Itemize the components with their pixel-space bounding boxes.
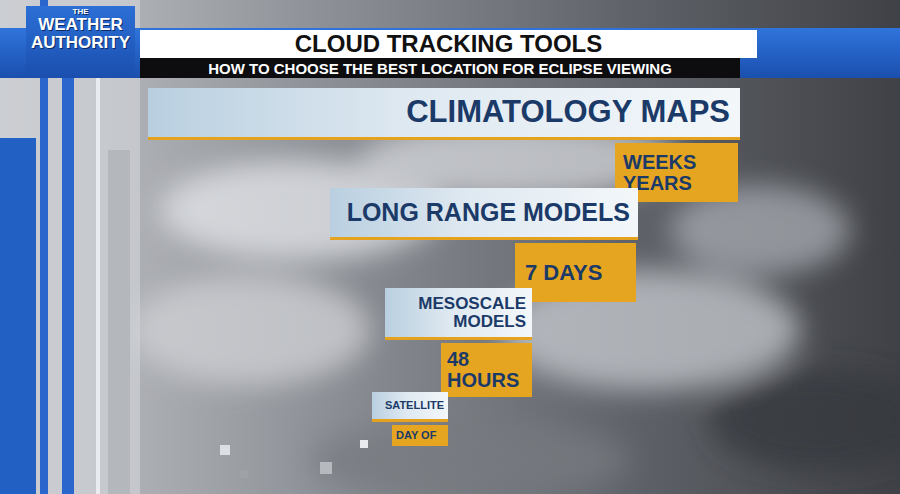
pixel-square — [360, 440, 368, 448]
pixel-square — [220, 445, 230, 455]
time-range-box: DAY OF — [392, 425, 448, 446]
tool-bar: SATELLITE — [372, 392, 448, 422]
logo-article: THE — [29, 8, 132, 16]
pixel-square — [240, 470, 248, 478]
header-band — [0, 28, 900, 78]
side-stripe — [108, 150, 130, 494]
pixel-square — [320, 462, 332, 474]
time-range: DAY OF — [396, 430, 444, 442]
time-range-box: 7 DAYS — [515, 243, 636, 302]
time-range: 48 HOURS — [447, 349, 526, 391]
side-stripe — [0, 138, 36, 494]
tool-bar: MESOSCALE MODELS — [385, 288, 532, 340]
caption-bar: HOW TO CHOOSE THE BEST LOCATION FOR ECLI… — [140, 58, 740, 78]
tool-name: LONG RANGE MODELS — [338, 199, 630, 225]
logo-name: WEATHER AUTHORITY — [29, 16, 132, 52]
tool-name: CLIMATOLOGY MAPS — [158, 96, 730, 129]
time-range-box: 48 HOURS — [441, 343, 532, 397]
cloud-shadow — [710, 370, 900, 470]
side-stripe — [96, 78, 100, 494]
station-logo: THEWEATHER AUTHORITY — [26, 6, 135, 78]
title-bar: CLOUD TRACKING TOOLS — [140, 30, 757, 58]
tool-bar: LONG RANGE MODELS — [330, 188, 638, 240]
side-stripe — [62, 78, 74, 494]
time-range: WEEKS YEARS — [623, 152, 730, 194]
tool-name: MESOSCALE MODELS — [391, 295, 526, 331]
cloud-shadow — [310, 420, 630, 494]
clouds — [130, 120, 900, 494]
time-range: 7 DAYS — [525, 261, 626, 284]
tool-bar: CLIMATOLOGY MAPS — [148, 88, 740, 140]
tool-name: SATELLITE — [376, 400, 444, 412]
cloud — [130, 275, 370, 385]
